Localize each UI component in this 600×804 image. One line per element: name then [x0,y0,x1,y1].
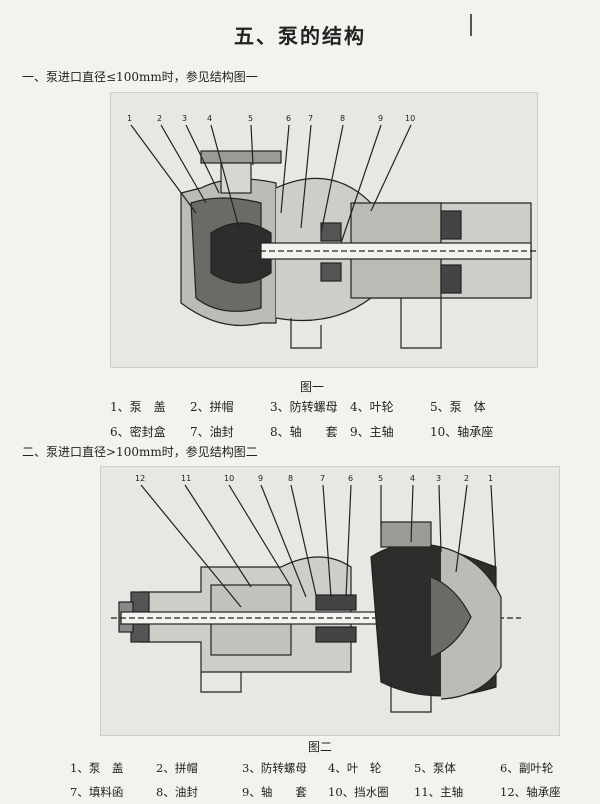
part-2-9: 9、轴 套 [242,785,307,799]
part-2-6: 6、副叶轮 [500,761,554,775]
part-2-7: 7、填料函 [70,785,124,799]
callout-1-4: 4 [207,114,212,123]
callout-1-6: 6 [286,114,291,123]
callout-2-11: 11 [181,474,191,483]
callout-2-5: 5 [378,474,383,483]
part-2-10: 10、挡水圈 [328,785,389,799]
callout-2-6: 6 [348,474,353,483]
callout-2-3: 3 [436,474,441,483]
part-1-3: 3、防转螺母 [270,400,338,414]
callout-2-8: 8 [288,474,293,483]
structure-figure-2: 12 11 10 9 8 7 6 5 4 3 2 1 [100,466,560,736]
callout-1-1: 1 [127,114,132,123]
figure-1-caption: 图一 [299,380,324,394]
callout-2-1: 1 [488,474,493,483]
callout-1-2: 2 [157,114,162,123]
callout-2-10: 10 [224,474,234,483]
callout-1-5: 5 [248,114,253,123]
part-2-2: 2、拼帽 [156,761,198,775]
section-1-heading: 一、泵进口直径≤100mm时，参见结构图一 [22,70,258,84]
figure-1-parts-list: 1、泵 盖 2、拼帽 3、防转螺母 4、叶轮 5、泵 体 6、密封盒 7、油封 … [110,398,510,440]
figure-2-caption: 图二 [307,740,332,754]
part-2-1: 1、泵 盖 [70,761,124,775]
scan-mark [470,14,472,36]
callout-2-7: 7 [320,474,325,483]
pump-drawing-1: 1 2 3 4 5 6 7 8 9 10 [127,114,536,349]
part-2-11: 11、主轴 [414,785,464,799]
callout-1-7: 7 [308,114,313,123]
figure-2-parts-list: 1、泵 盖 2、拼帽 3、防转螺母 4、叶 轮 5、泵体 6、副叶轮 7、填料函… [70,760,590,800]
section-2-heading: 二、泵进口直径>100mm时，参见结构图二 [22,445,258,459]
part-1-6: 6、密封盒 [110,425,166,439]
part-2-12: 12、轴承座 [500,785,561,799]
part-1-4: 4、叶轮 [350,400,394,414]
callout-2-9: 9 [258,474,263,483]
callout-2-2: 2 [464,474,469,483]
callout-1-9: 9 [378,114,383,123]
structure-figure-1: 1 2 3 4 5 6 7 8 9 10 [110,92,538,368]
part-2-3: 3、防转螺母 [242,761,307,775]
callout-1-10: 10 [405,114,415,123]
page-title: 五、泵的结构 [234,24,366,48]
part-2-8: 8、油封 [156,785,198,799]
part-1-8: 8、轴 套 [270,425,338,439]
part-1-7: 7、油封 [190,425,234,439]
part-1-9: 9、主轴 [350,425,394,439]
part-1-1: 1、泵 盖 [110,400,166,414]
part-2-5: 5、泵体 [414,761,456,775]
part-1-5: 5、泵 体 [430,400,486,414]
part-1-10: 10、轴承座 [430,425,494,439]
callout-2-4: 4 [410,474,415,483]
callout-1-3: 3 [182,114,187,123]
callout-1-8: 8 [340,114,345,123]
pump-drawing-2: 12 11 10 9 8 7 6 5 4 3 2 1 [111,474,521,713]
part-2-4: 4、叶 轮 [328,761,382,775]
part-1-2: 2、拼帽 [190,400,234,414]
callout-2-12: 12 [135,474,145,483]
